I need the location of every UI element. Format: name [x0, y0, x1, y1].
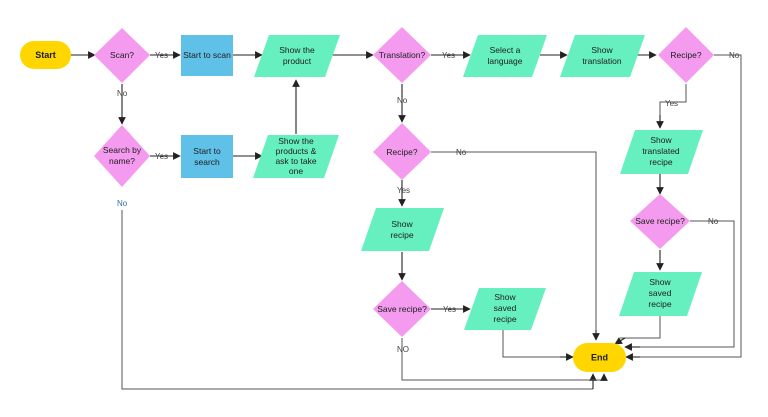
io-show-translated-recipe: Show translated recipe [620, 130, 703, 174]
decision-recipe-right-label: Recipe? [670, 50, 701, 60]
io-show-translation-label-2: translation [582, 56, 621, 66]
decision-search-label-1: Search by [103, 145, 142, 155]
edge-recipe-right-no [640, 54, 742, 358]
edge-labels: Yes No Yes No Yes No No Yes No Yes No Ye… [117, 51, 740, 354]
decision-save-recipe-mid: Save recipe? [373, 281, 431, 337]
process-start-to-scan-label: Start to scan [183, 50, 231, 60]
label-translation-no: No [397, 96, 408, 105]
terminal-end: End [573, 343, 626, 372]
label-scan-yes: Yes [155, 51, 168, 60]
io-select-language-label-1: Select a [490, 45, 521, 55]
terminal-start-label: Start [35, 50, 56, 60]
label-save-mid-no: NO [397, 345, 409, 354]
label-search-no: No [117, 199, 128, 208]
io-show-the-product: Show the product [254, 35, 340, 77]
process-start-to-search-label-2: search [194, 157, 220, 167]
io-show-products-label-2: products & [276, 146, 317, 156]
decision-translation: Translation? [373, 27, 431, 83]
edge-savedrecipe-mid-end [502, 330, 566, 358]
edge-savedrecipe-right-end-arrow [614, 337, 626, 345]
io-translated-recipe-label-1: Show [650, 135, 672, 145]
io-translated-recipe-label-2: translated [642, 146, 680, 156]
process-start-to-search: Start to search [181, 135, 233, 178]
io-show-recipe-label-1: Show [391, 219, 413, 229]
terminal-end-label: End [591, 353, 608, 363]
decision-translation-label: Translation? [379, 50, 426, 60]
label-recipe-mid-yes: Yes [397, 186, 410, 195]
io-show-products-label-1: Show the [278, 136, 314, 146]
process-start-to-search-label-1: Start to [193, 146, 221, 156]
edge-savedrecipe-right-end [620, 316, 661, 339]
edges [71, 51, 742, 390]
io-translated-recipe-label-3: recipe [649, 157, 672, 167]
io-select-a-language: Select a language [463, 35, 547, 77]
decision-save-right-label: Save recipe? [635, 216, 685, 226]
edge-recipe-mid-no [431, 151, 597, 338]
decision-search-label-2: name? [109, 156, 135, 166]
io-show-saved-recipe-mid: Show saved recipe [464, 288, 546, 330]
decision-search-by-name: Search by name? [94, 125, 150, 187]
io-show-recipe: Show recipe [361, 208, 444, 251]
io-saved-recipe-right-label-2: saved [649, 288, 672, 298]
io-show-saved-recipe-right: Show saved recipe [619, 272, 702, 316]
io-show-the-product-label-1: Show the [279, 45, 315, 55]
decision-recipe-right: Recipe? [658, 27, 714, 83]
label-search-yes: Yes [155, 152, 168, 161]
io-saved-recipe-right-label-3: recipe [648, 299, 671, 309]
label-recipe-mid-no: No [456, 148, 467, 157]
label-recipe-right-yes: Yes [665, 99, 678, 108]
io-show-products-ask: Show the products & ask to take one [253, 135, 339, 178]
io-saved-recipe-mid-label-1: Show [494, 292, 516, 302]
io-show-the-product-label-2: product [283, 56, 312, 66]
process-start-to-scan: Start to scan [181, 35, 233, 76]
decision-recipe-mid: Recipe? [373, 123, 431, 180]
io-saved-recipe-mid-label-3: recipe [493, 314, 516, 324]
io-saved-recipe-mid-label-2: saved [494, 303, 517, 313]
edge-recipe-right-yes [659, 84, 687, 122]
label-scan-no: No [117, 89, 128, 98]
decision-scan-label: Scan? [110, 50, 134, 60]
io-show-products-label-3: ask to take [275, 156, 316, 166]
edge-save-right-no [640, 220, 735, 348]
label-save-mid-yes: Yes [443, 305, 456, 314]
decision-save-recipe-right: Save recipe? [630, 194, 690, 249]
decision-scan: Scan? [94, 28, 150, 83]
label-translation-yes: Yes [442, 51, 455, 60]
terminal-start: Start [20, 41, 71, 69]
io-saved-recipe-right-label-1: Show [649, 277, 671, 287]
label-save-right-no: No [708, 217, 719, 226]
io-select-language-label-2: language [488, 56, 523, 66]
decision-recipe-mid-label: Recipe? [386, 147, 417, 157]
io-show-translation: Show translation [560, 35, 645, 77]
label-recipe-right-no: No [729, 51, 740, 60]
edge-search-no [121, 210, 593, 390]
io-show-recipe-label-2: recipe [390, 230, 413, 240]
decision-save-mid-label: Save recipe? [377, 304, 427, 314]
edge-save-mid-no [401, 338, 604, 381]
io-show-products-label-4: one [289, 166, 303, 176]
io-show-translation-label-1: Show [591, 45, 613, 55]
